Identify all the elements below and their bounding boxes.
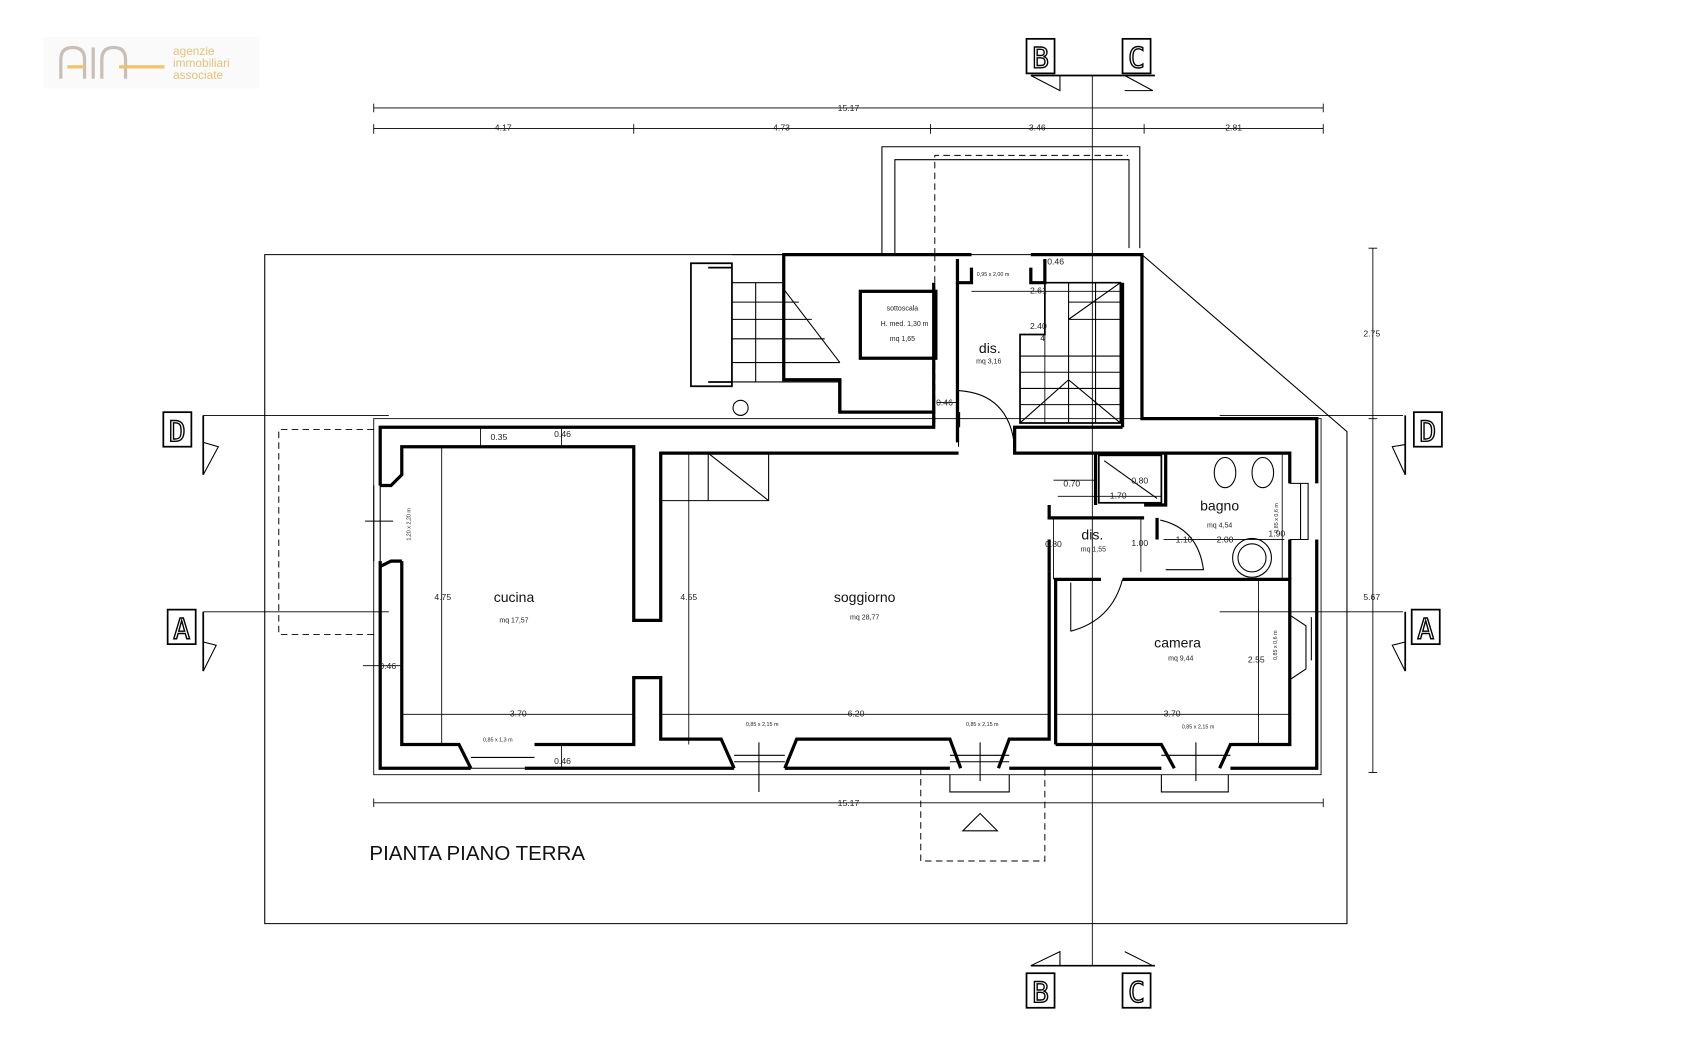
room-soggiorno-name: soggiorno — [834, 589, 896, 605]
dim-top-3: 3.46 — [1029, 123, 1046, 133]
dim-046-stair: 0.46 — [1047, 256, 1064, 266]
site-boundary — [264, 254, 1348, 925]
dim-046-left: 0.46 — [379, 661, 396, 671]
logo-mark — [59, 45, 128, 79]
dim-right-upper: 2.75 — [1363, 329, 1380, 339]
entry-arrow — [961, 812, 999, 832]
section-b-top: B — [1032, 42, 1049, 75]
room-dis-name: dis. — [979, 340, 1001, 356]
cucina-walls — [379, 445, 1051, 769]
section-c-top: C — [1128, 42, 1145, 75]
dim-110: 1.10 — [1176, 535, 1193, 545]
room-cucina-name: cucina — [494, 589, 535, 605]
room-bagno-area: mq 4,54 — [1207, 523, 1232, 530]
label-entry-door: 0,95 x 2,00 m — [977, 272, 1010, 278]
dim-200: 2.00 — [1217, 535, 1234, 545]
room-cucina-area: mq 17,57 — [499, 618, 528, 625]
dim-camera-h: 2.55 — [1248, 654, 1265, 664]
dim-soggiorno-h: 4.55 — [680, 592, 697, 602]
dim-top-4: 2.81 — [1225, 123, 1242, 133]
label-bagno-window: 0,85 x 0,6 m — [1274, 503, 1280, 533]
room-camera-name: camera — [1154, 634, 1201, 650]
section-d-right: D — [1419, 415, 1436, 448]
dim-right-lower: 5.67 — [1363, 592, 1380, 602]
logo-line1: agenzie — [173, 44, 215, 58]
stairs-main — [1019, 282, 1121, 424]
room-soggiorno-area: mq 28,77 — [850, 614, 879, 621]
porch-bottom-dashed — [920, 768, 1046, 862]
dim-046-top: 0.46 — [554, 429, 571, 439]
dim-190: 1.90 — [1268, 528, 1285, 538]
dim-stair-n: 4 — [1040, 333, 1045, 343]
dim-cucina-h: 4.75 — [434, 592, 451, 602]
dim-035: 0.35 — [490, 432, 507, 442]
label-camera-window: 0,85 x 2,15 m — [1182, 724, 1215, 730]
dim-046-bottom: 0.46 — [554, 756, 571, 766]
porch-left-dashed — [278, 428, 374, 635]
room-dis2-area: mq 1,55 — [1081, 546, 1106, 553]
dim-camera-w: 3.70 — [1164, 708, 1181, 718]
label-soggiorno-window-2: 0,85 x 2,15 m — [966, 722, 999, 728]
section-a-left: A — [173, 613, 190, 646]
dim-stair-h: 2.40 — [1030, 321, 1047, 331]
dim-cucina-w: 3.70 — [510, 708, 527, 718]
sottoscala-area: mq 1,65 — [890, 336, 915, 343]
bagno-walls — [1013, 282, 1292, 580]
label-cucina-bottom-window: 0,85 x 1,3 m — [483, 737, 513, 743]
logo-line2: immobiliari — [173, 56, 230, 70]
door-camera — [1070, 579, 1124, 632]
section-b-bottom: B — [1032, 976, 1049, 1009]
door-bagno — [1160, 519, 1205, 571]
north-porch — [881, 146, 1141, 255]
outer-wall — [378, 253, 1319, 770]
section-markers: B C B C D D A A — [162, 37, 1443, 1010]
label-camera-side-window: 0,85 x 0,6 m — [1273, 630, 1279, 660]
dim-dis2-h: 0.80 — [1045, 539, 1062, 549]
room-dis-area: mq 3,16 — [976, 359, 1001, 366]
section-lines — [202, 74, 1407, 967]
room-camera-area: mq 9,44 — [1168, 655, 1193, 662]
plan-title: PIANTA PIANO TERRA — [369, 842, 585, 865]
stairs-exterior — [660, 254, 841, 502]
dim-top-1: 4.17 — [495, 123, 512, 133]
dim-046-dis: 0.46 — [936, 398, 953, 408]
terrace-outline — [373, 418, 1322, 776]
logo: agenzie immobiliari associate — [43, 36, 260, 89]
bagno-fixtures — [1097, 454, 1275, 578]
section-c-bottom: C — [1128, 976, 1145, 1009]
logo-line3: associate — [173, 68, 224, 82]
section-a-right: A — [1417, 613, 1434, 646]
sottoscala-height: H. med. 1,30 m — [881, 321, 929, 328]
dim-bottom-total: 15.17 — [838, 798, 860, 808]
door-dis — [957, 390, 1016, 447]
dim-dis2-w: 1.00 — [1131, 538, 1148, 548]
dim-070: 0.70 — [1063, 479, 1080, 489]
dim-top-2: 4.73 — [773, 123, 790, 133]
label-cucina-window: 1,20 x 2,20 m — [406, 508, 412, 541]
dim-top-total: 15.17 — [838, 103, 860, 113]
sottoscala-box — [858, 289, 938, 360]
bottom-dimension: 15.17 — [373, 798, 1324, 808]
dim-080: 0.80 — [1131, 475, 1148, 485]
interior-dimensions: 4.75 3.70 4.55 6.20 3.70 2.55 0.35 0.46 … — [362, 256, 1290, 769]
dim-stair-w: 2.61 — [1030, 285, 1047, 295]
dim-soggiorno-w: 6.20 — [848, 708, 865, 718]
room-bagno-name: bagno — [1200, 497, 1239, 513]
dim-170: 1.70 — [1110, 490, 1127, 500]
sottoscala-name: sottoscala — [887, 306, 919, 313]
right-dimensions: 2.75 5.67 — [1363, 247, 1380, 773]
section-d-left: D — [169, 415, 186, 448]
top-dimensions: 15.17 4.17 4.73 3.46 2.81 — [373, 103, 1324, 134]
label-soggiorno-window-1: 0,85 x 2,15 m — [746, 722, 779, 728]
